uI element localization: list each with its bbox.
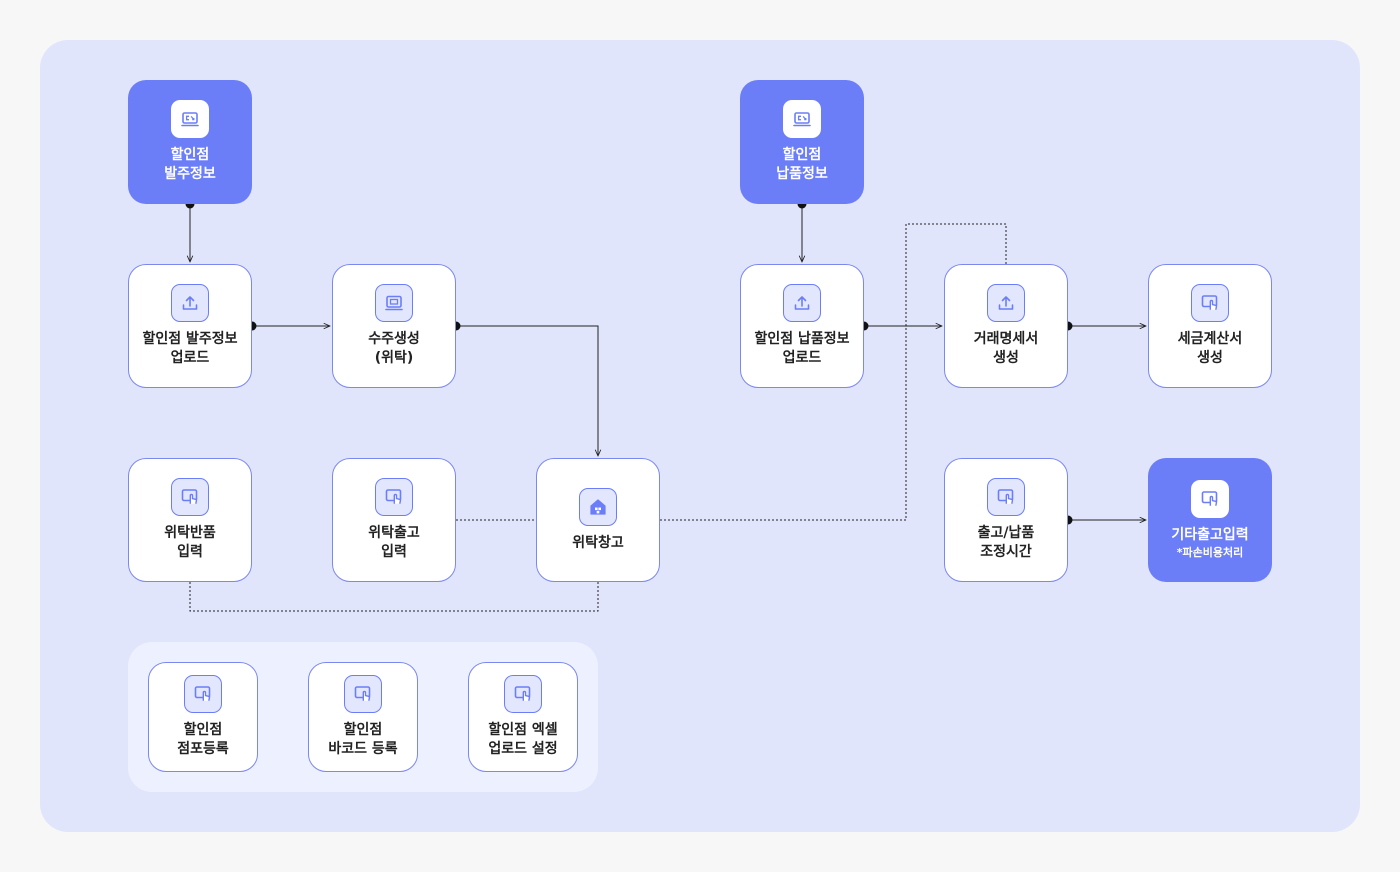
touch-screen-icon [987,478,1025,516]
node-label: 할인점 [782,147,822,163]
store-order-info-node[interactable]: 할인점 발주정보 [128,80,252,204]
node-label: 할인점 발주정보 [142,331,238,347]
node-label: 점포등록 [177,741,229,757]
node-label: 할인점 납품정보 [754,331,850,347]
store-excel-node[interactable]: 할인점 엑셀 업로드 설정 [468,662,578,772]
node-label: 출고/납품 [977,525,1035,541]
node-label: 생성 [993,350,1019,366]
node-label: 업로드 [170,350,210,366]
node-label: 할인점 [183,722,223,738]
touch-screen-icon [184,675,222,713]
order-create-node[interactable]: 수주생성 (위탁) [332,264,456,388]
node-label: 세금계산서 [1177,331,1243,347]
node-label: 발주정보 [164,166,216,182]
node-label: 업로드 [782,350,822,366]
laptop-icon [783,100,821,138]
node-label: 거래명세서 [973,331,1039,347]
node-label: 조정시간 [980,544,1032,560]
upload-icon [987,284,1025,322]
node-label: 납품정보 [776,166,828,182]
store-barcode-node[interactable]: 할인점 바코드 등록 [308,662,418,772]
upload-icon [783,284,821,322]
statement-create-node[interactable]: 거래명세서 생성 [944,264,1068,388]
node-label: 업로드 설정 [488,741,558,757]
node-label: 바코드 등록 [328,741,398,757]
node-label: 기타출고입력 [1171,527,1249,543]
touch-screen-icon [375,478,413,516]
node-label: 할인점 [170,147,210,163]
node-label: (위탁) [374,350,414,366]
node-label: 위탁창고 [572,534,624,551]
consign-release-node[interactable]: 위탁출고 입력 [332,458,456,582]
store-register-node[interactable]: 할인점 점포등록 [148,662,258,772]
store-delivery-upload-node[interactable]: 할인점 납품정보 업로드 [740,264,864,388]
touch-screen-icon [171,478,209,516]
release-time-adjust-node[interactable]: 출고/납품 조정시간 [944,458,1068,582]
consign-return-node[interactable]: 위탁반품 입력 [128,458,252,582]
monitor-icon [375,284,413,322]
consign-warehouse-node[interactable]: 위탁창고 [536,458,660,582]
node-label: 할인점 엑셀 [488,722,558,738]
store-order-upload-node[interactable]: 할인점 발주정보 업로드 [128,264,252,388]
upload-icon [171,284,209,322]
laptop-icon [171,100,209,138]
node-label: 생성 [1197,350,1223,366]
touch-screen-icon [1191,284,1229,322]
node-label: 수주생성 [368,331,420,347]
node-label: 위탁반품 [164,525,216,541]
node-sublabel: *파손비용처리 [1176,546,1244,559]
etc-release-node[interactable]: 기타출고입력 *파손비용처리 [1148,458,1272,582]
node-label: 위탁출고 [368,525,420,541]
node-label: 할인점 [343,722,383,738]
store-delivery-info-node[interactable]: 할인점 납품정보 [740,80,864,204]
touch-screen-icon [1191,480,1229,518]
node-label: 입력 [177,544,203,560]
node-label: 입력 [381,544,407,560]
tax-invoice-create-node[interactable]: 세금계산서 생성 [1148,264,1272,388]
touch-screen-icon [504,675,542,713]
touch-screen-icon [344,675,382,713]
warehouse-icon [579,487,617,526]
